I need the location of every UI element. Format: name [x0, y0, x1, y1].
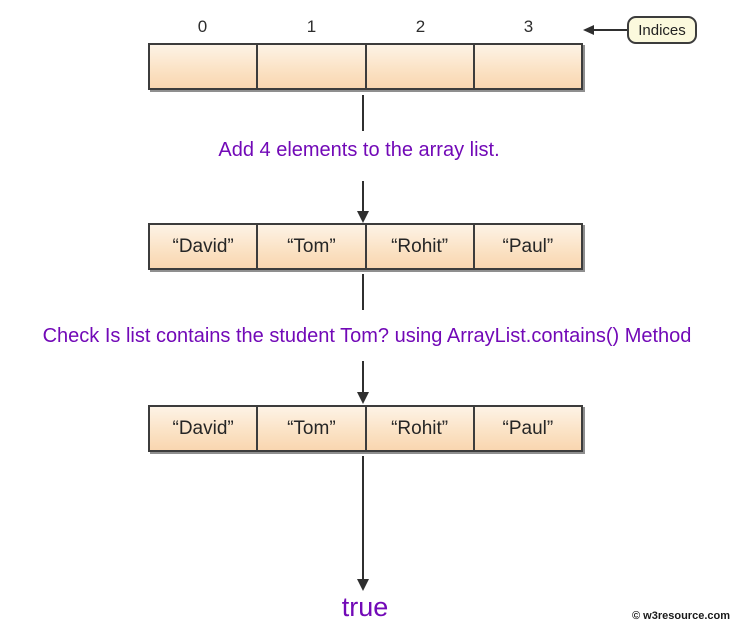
array-cell: “Rohit” [367, 225, 475, 268]
index-label-3: 3 [523, 17, 534, 36]
array-cell: “David” [150, 225, 259, 268]
flow-line [362, 181, 364, 214]
flow-line [362, 361, 364, 393]
array-cell: “Rohit” [367, 407, 475, 450]
indices-callout: Indices [627, 16, 697, 44]
indices-arrow-left-icon [583, 25, 594, 35]
array-cell [367, 45, 475, 88]
flow-line [362, 274, 364, 310]
result-text: true [341, 592, 389, 622]
array-cell: “Paul” [502, 235, 554, 257]
array-cell [150, 45, 259, 88]
indices-callout-label: Indices [638, 21, 686, 39]
array-empty [148, 43, 583, 90]
array-cell [475, 45, 581, 88]
flow-line [362, 95, 364, 131]
index-label-2: 2 [415, 17, 426, 36]
indices-arrow-line [592, 29, 627, 31]
caption-add-elements: Add 4 elements to the array list. [218, 139, 500, 161]
watermark: © w3resource.com [632, 610, 730, 622]
arrow-down-icon [357, 579, 369, 591]
array-cell: “Tom” [258, 225, 367, 268]
array-cell: “Paul” [502, 417, 554, 439]
flow-line [362, 456, 364, 580]
array-after-add: “David” “Tom” “Rohit” “Paul” [148, 223, 583, 270]
array-cell: “David” [150, 407, 259, 450]
index-label-1: 1 [306, 17, 317, 36]
array-after-check: “David” “Tom” “Rohit” “Paul” [148, 405, 583, 452]
array-cell [258, 45, 367, 88]
index-label-0: 0 [197, 17, 208, 36]
caption-check-contains: Check Is list contains the student Tom? … [42, 325, 692, 347]
arrow-down-icon [357, 392, 369, 404]
arrow-down-icon [357, 211, 369, 223]
array-cell: “Tom” [258, 407, 367, 450]
